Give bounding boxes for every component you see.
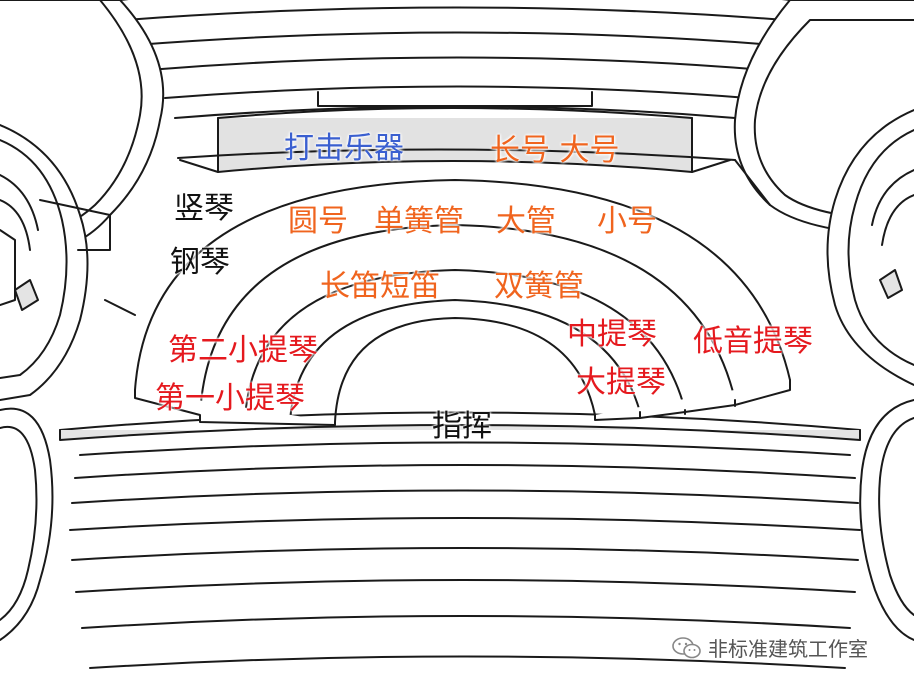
right-balcony <box>735 0 914 640</box>
label-trumpet: 小号 <box>597 207 657 237</box>
label-percussion: 打击乐器 <box>284 134 404 164</box>
label-harp: 竖琴 <box>174 194 234 224</box>
label-flute-piccolo: 长笛短笛 <box>320 272 440 302</box>
label-bassoon: 大管 <box>496 207 556 237</box>
label-second-violin: 第二小提琴 <box>168 336 318 366</box>
label-horn: 圆号 <box>288 207 348 237</box>
label-conductor: 指挥 <box>432 412 492 442</box>
rear-terraces <box>120 0 790 172</box>
label-clarinet: 单簧管 <box>374 207 464 237</box>
label-double-bass: 低音提琴 <box>693 327 813 357</box>
label-first-violin: 第一小提琴 <box>155 384 305 414</box>
label-trumpet-tuba: 长号 大号 <box>490 136 620 166</box>
watermark-text: 非标准建筑工作室 <box>708 633 868 662</box>
watermark: 非标准建筑工作室 <box>672 633 868 662</box>
label-oboe: 双簧管 <box>494 272 584 302</box>
label-viola: 中提琴 <box>567 320 657 350</box>
label-cello: 大提琴 <box>576 368 666 398</box>
left-balcony <box>0 0 163 640</box>
wechat-icon <box>672 636 702 660</box>
label-piano: 钢琴 <box>170 248 230 278</box>
